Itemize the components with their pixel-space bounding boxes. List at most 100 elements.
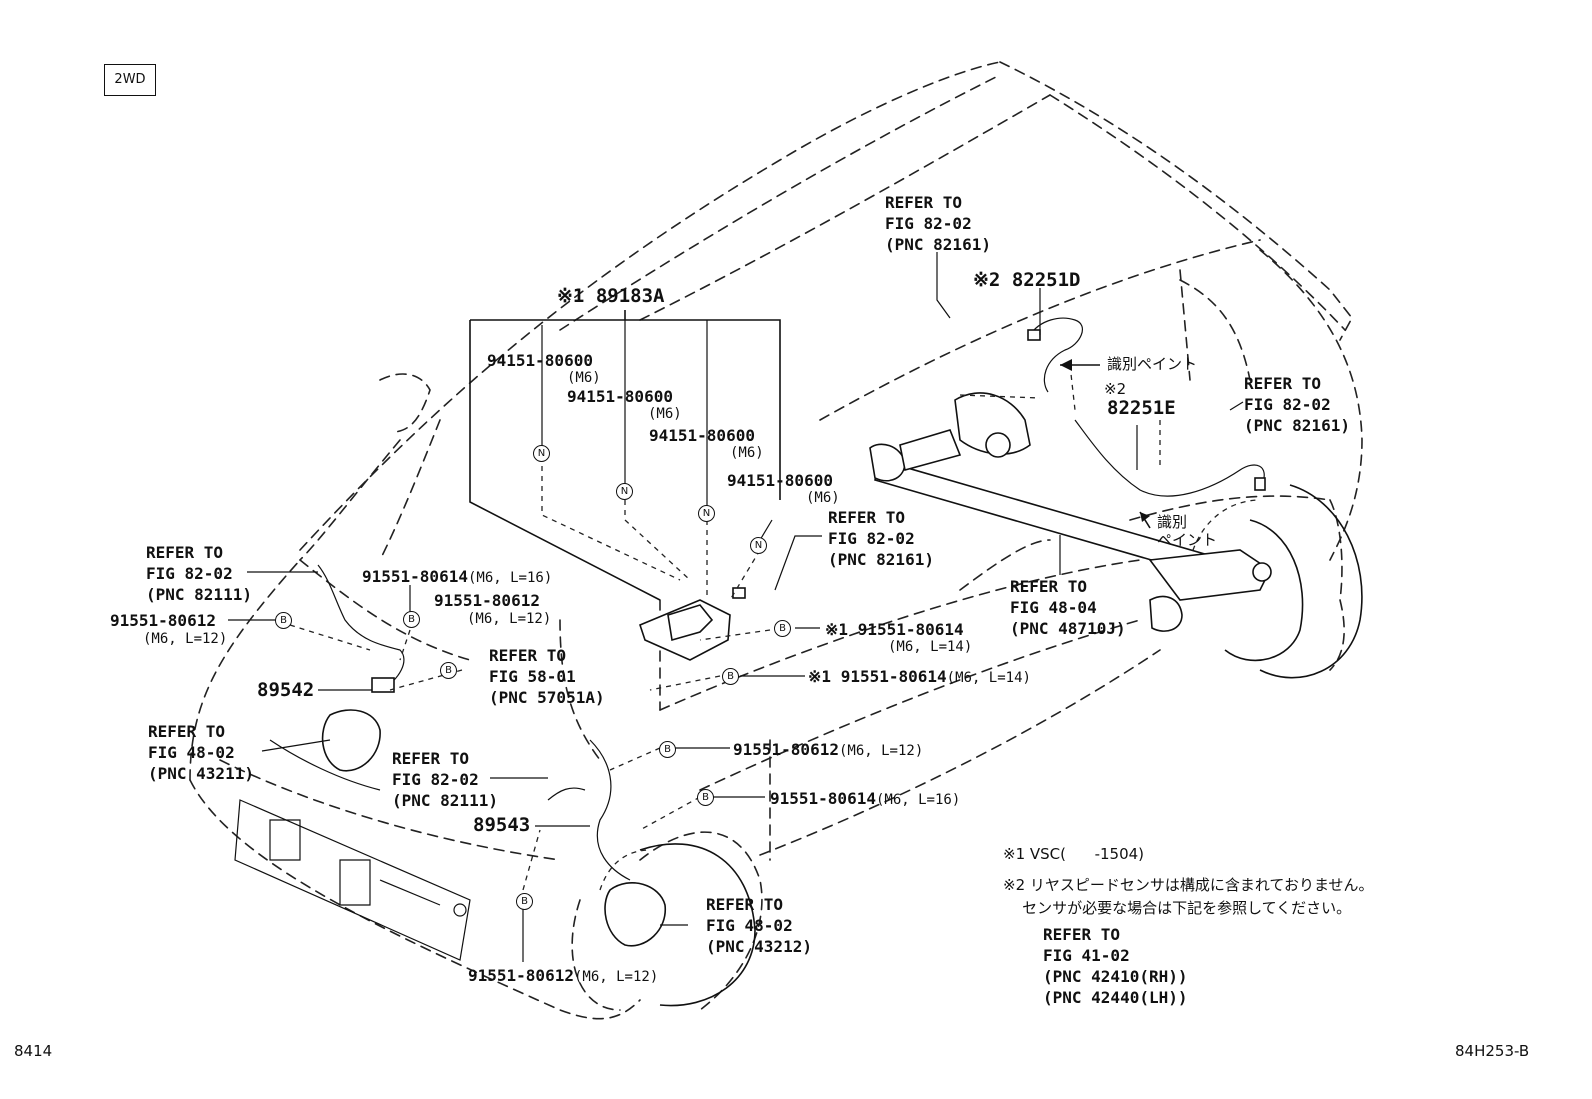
marker-n: N bbox=[750, 537, 767, 554]
note-ref-line: REFER TO bbox=[1043, 925, 1121, 944]
marker-n: N bbox=[698, 505, 715, 522]
ref-line: FIG 82-02 bbox=[146, 564, 233, 583]
part-89183a: ※1 89183A bbox=[557, 286, 664, 307]
bolt-n1-spec: (M6) bbox=[567, 370, 601, 386]
bolt-b-center1: ※1 91551-80614 bbox=[825, 619, 964, 640]
front-sensor-right bbox=[547, 739, 666, 947]
part-82251d-prefix: ※2 bbox=[973, 269, 1001, 291]
note-2-line-1: ※2 リヤスピードセンサは構成に含まれておりません。 bbox=[1003, 876, 1374, 894]
ref-center: REFER TO FIG 82-02 (PNC 82161) bbox=[828, 507, 934, 570]
rear-wheel bbox=[1189, 484, 1363, 679]
bolt-b-bottom: 91551-80612(M6, L=12) bbox=[468, 965, 658, 988]
ref-line: (PNC 82111) bbox=[146, 585, 252, 604]
bolt-b-left-number: 91551-80612 bbox=[110, 611, 216, 630]
front-sensor-left bbox=[317, 564, 405, 772]
paint-label-lower-1: 識別 bbox=[1157, 513, 1188, 531]
ref-line: (PNC 43212) bbox=[706, 937, 812, 956]
bolt-b-center1-number: 91551-80614 bbox=[857, 620, 964, 639]
paint-label-upper: 識別ペイント bbox=[1107, 355, 1198, 373]
bolt-n3-spec: (M6) bbox=[730, 445, 764, 461]
note-ref: REFER TO FIG 41-02 (PNC 42410(RH)) (PNC 424… bbox=[1043, 924, 1188, 1008]
ref-line: FIG 48-04 bbox=[1010, 598, 1097, 617]
ref-line: FIG 58-01 bbox=[489, 667, 576, 686]
bolt-n4-spec: (M6) bbox=[806, 490, 840, 506]
marker-n: N bbox=[533, 445, 550, 462]
yaw-rate-sensor-bracket bbox=[639, 587, 746, 661]
bolt-b-center2: ※1 91551-80614(M6, L=14) bbox=[808, 666, 1031, 689]
marker-b: B bbox=[440, 662, 457, 679]
part-89542: 89542 bbox=[257, 679, 315, 701]
callout-box-89183a bbox=[469, 310, 781, 601]
bolt-b-right1: 91551-80612(M6, L=12) bbox=[733, 739, 923, 762]
part-89543: 89543 bbox=[473, 814, 531, 836]
rear-axle-beam bbox=[869, 392, 1272, 632]
ref-line: REFER TO bbox=[706, 895, 784, 914]
bolt-b-front-top-spec: (M6, L=16) bbox=[467, 570, 553, 586]
bolt-b-front-top: 91551-80614(M6, L=16) bbox=[362, 566, 552, 589]
bolt-b-right2: 91551-80614(M6, L=16) bbox=[770, 788, 960, 811]
bolt-b-right2-spec: (M6, L=16) bbox=[875, 792, 961, 808]
ref-line: (PNC 82161) bbox=[828, 550, 934, 569]
paint-arrows bbox=[1060, 359, 1151, 529]
ref-line: REFER TO bbox=[885, 193, 963, 212]
bolt-b-front-mid-spec: (M6, L=12) bbox=[467, 611, 552, 627]
marker-b: B bbox=[659, 741, 676, 758]
front-bumper-detail bbox=[234, 739, 471, 961]
marker-b: B bbox=[403, 611, 420, 628]
marker-b: B bbox=[774, 620, 791, 637]
marker-n: N bbox=[616, 483, 633, 500]
marker-b: B bbox=[516, 893, 533, 910]
part-89183a-number: 89183A bbox=[595, 285, 665, 307]
bolt-b-right2-number: 91551-80614 bbox=[770, 789, 876, 808]
bolt-b-front-mid-number: 91551-80612 bbox=[434, 591, 540, 610]
bolt-b-right1-spec: (M6, L=12) bbox=[838, 743, 924, 759]
bolt-n3-number: 94151-80600 bbox=[649, 426, 755, 445]
bolt-b-center1-spec: (M6, L=14) bbox=[888, 639, 973, 655]
vehicle-body-outline bbox=[189, 61, 1363, 1020]
ref-line: (PNC 43211) bbox=[148, 764, 254, 783]
bolt-b-center2-spec: (M6, L=14) bbox=[946, 670, 1031, 686]
part-82251d-number: 82251D bbox=[1011, 269, 1081, 291]
bolt-n4-number: 94151-80600 bbox=[727, 471, 833, 490]
bolt-b-left-spec: (M6, L=12) bbox=[143, 631, 228, 647]
leader-lines bbox=[228, 252, 1244, 962]
paint-label-lower-2: ペイント bbox=[1157, 531, 1218, 549]
marker-b: B bbox=[722, 668, 739, 685]
page-number: 8414 bbox=[14, 1042, 53, 1060]
note-ref-line: (PNC 42440(LH)) bbox=[1043, 988, 1188, 1007]
bolt-n1-number: 94151-80600 bbox=[487, 351, 593, 370]
bolt-n2-spec: (M6) bbox=[648, 406, 682, 422]
note-ref-line: (PNC 42410(RH)) bbox=[1043, 967, 1188, 986]
bolt-b-bottom-spec: (M6, L=12) bbox=[573, 969, 659, 985]
bolt-b-center2-number: 91551-80614 bbox=[840, 667, 947, 686]
dashed-routing bbox=[289, 364, 1161, 891]
note-2-line-2: センサが必要な場合は下記を参照してください。 bbox=[1003, 899, 1352, 917]
front-wheel bbox=[599, 843, 756, 1007]
ref-line: FIG 82-02 bbox=[828, 529, 915, 548]
bolt-n2-number: 94151-80600 bbox=[567, 387, 673, 406]
ref-line: (PNC 57051A) bbox=[489, 688, 605, 707]
ref-line: FIG 48-02 bbox=[148, 743, 235, 762]
ref-line: REFER TO bbox=[1244, 374, 1322, 393]
part-89183a-prefix: ※1 bbox=[557, 285, 585, 307]
drive-type-badge: 2WD bbox=[104, 64, 156, 96]
ref-line: FIG 82-02 bbox=[392, 770, 479, 789]
ref-line: FIG 82-02 bbox=[1244, 395, 1331, 414]
ref-line: REFER TO bbox=[828, 508, 906, 527]
bolt-b-right1-number: 91551-80612 bbox=[733, 740, 839, 759]
bolt-b-center1-prefix: ※1 bbox=[825, 620, 849, 639]
ref-line: (PNC 82161) bbox=[885, 235, 991, 254]
ref-line: REFER TO bbox=[392, 749, 470, 768]
ref-line: REFER TO bbox=[1010, 577, 1088, 596]
bolt-b-bottom-number: 91551-80612 bbox=[468, 966, 574, 985]
part-82251e-prefix: ※2 bbox=[1104, 380, 1127, 398]
note-ref-line: FIG 41-02 bbox=[1043, 946, 1130, 965]
